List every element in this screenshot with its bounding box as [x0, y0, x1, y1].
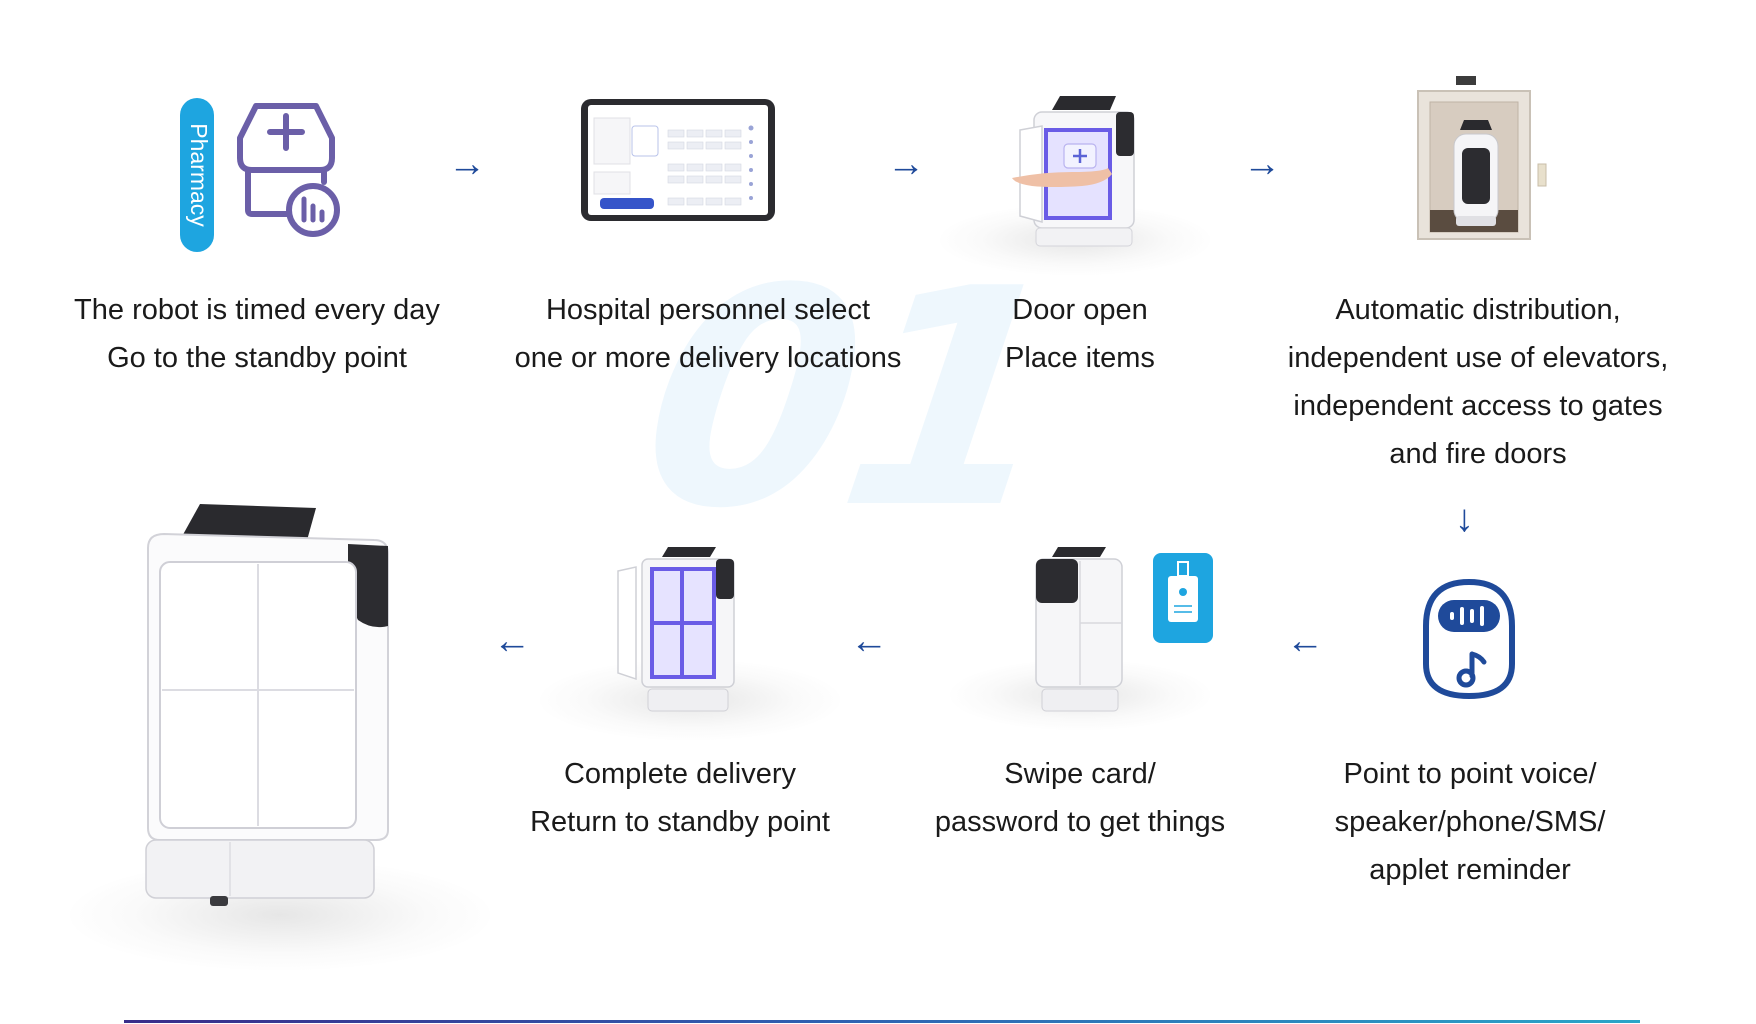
pharmacy-badge-label: Pharmacy	[186, 123, 212, 227]
step-caption-automatic-distribution: Automatic distribution, independent use …	[1287, 294, 1669, 470]
flow-arrow-right: →	[448, 143, 486, 185]
notification-bell-icon	[1423, 578, 1515, 700]
step-caption-reminder: Point to point voice/ speaker/phone/SMS/…	[1334, 758, 1606, 886]
flow-arrow-down: ↓	[1455, 498, 1474, 540]
delivery-robot-large-illustration	[145, 504, 389, 906]
footer-divider	[124, 1020, 1640, 1023]
flow-arrow-right: →	[887, 143, 925, 185]
pharmacy-icon: Pharmacy	[180, 98, 340, 252]
step-caption-door-open: Door open Place items	[1005, 294, 1155, 374]
robot-open-door-illustration	[1012, 96, 1135, 247]
step-caption-swipe-card: Swipe card/ password to get things	[934, 758, 1226, 838]
access-card-icon	[1153, 553, 1213, 643]
step-caption-select-locations: Hospital personnel select one or more de…	[514, 294, 902, 374]
step-caption-complete-delivery: Complete delivery Return to standby poin…	[530, 758, 830, 838]
flow-arrow-left: ←	[1286, 620, 1324, 662]
robot-card-illustration	[1035, 547, 1123, 712]
elevator-illustration	[1417, 76, 1547, 240]
flow-arrow-right: →	[1243, 143, 1281, 185]
step-caption-robot-timed: The robot is timed every day Go to the s…	[74, 294, 440, 374]
pharmacy-badge	[180, 98, 214, 252]
robot-open-compartments-illustration	[617, 547, 735, 712]
flow-arrow-left: ←	[850, 620, 888, 662]
flow-arrow-left: ←	[493, 620, 531, 662]
tablet-screen-illustration	[581, 99, 775, 221]
